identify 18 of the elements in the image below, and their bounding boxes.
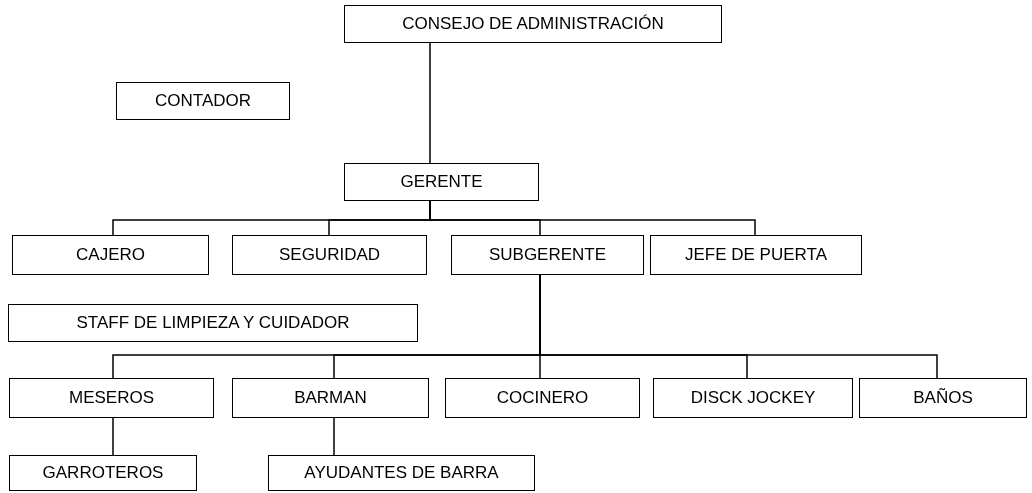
position-box: BARMAN xyxy=(232,378,429,418)
position-box: GARROTEROS xyxy=(9,455,197,491)
connector-line xyxy=(333,417,335,456)
position-box: MESEROS xyxy=(9,378,214,418)
position-box: JEFE DE PUERTA xyxy=(650,235,862,275)
position-box: CAJERO xyxy=(12,235,209,275)
position-box: BAÑOS xyxy=(859,378,1027,418)
position-box: COCINERO xyxy=(445,378,640,418)
position-box: GERENTE xyxy=(344,163,539,201)
position-box: AYUDANTES DE BARRA xyxy=(268,455,535,491)
connector-line xyxy=(112,417,114,456)
position-box: CONTADOR xyxy=(116,82,290,120)
position-box: DISCK JOCKEY xyxy=(653,378,853,418)
position-box: CONSEJO DE ADMINISTRACIÓN xyxy=(344,5,722,43)
position-box: SEGURIDAD xyxy=(232,235,427,275)
position-box: STAFF DE LIMPIEZA Y CUIDADOR xyxy=(8,304,418,342)
connector-line xyxy=(429,42,431,164)
position-box: SUBGERENTE xyxy=(451,235,644,275)
